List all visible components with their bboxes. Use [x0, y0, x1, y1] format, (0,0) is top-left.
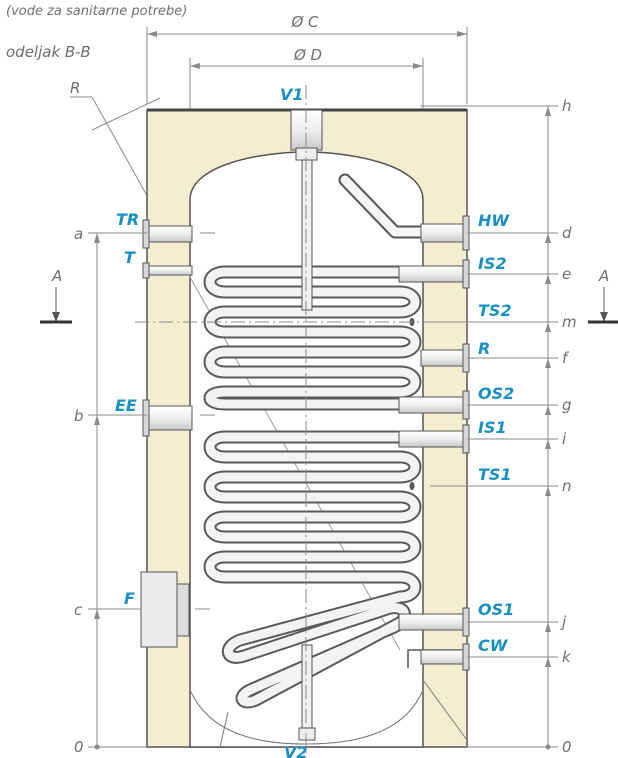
level-i: i — [562, 430, 567, 448]
flange-f — [140, 571, 190, 648]
label-os2: OS2 — [478, 384, 514, 403]
label-r: R — [478, 339, 490, 358]
label-is1: IS1 — [478, 418, 507, 437]
lower-coil — [203, 430, 422, 709]
label-tr: TR — [116, 210, 139, 229]
level-e: e — [562, 265, 571, 283]
nozzle-ee — [142, 399, 193, 437]
level-b: b — [74, 407, 84, 425]
hot-water-internal-pipe — [338, 173, 432, 239]
nozzle-os2 — [398, 390, 470, 420]
label-f: F — [124, 589, 135, 608]
label-t: T — [124, 248, 136, 267]
nozzle-tr — [142, 219, 193, 249]
section-mark-right-label: A — [598, 267, 609, 285]
upper-coil — [203, 265, 422, 411]
level-c: c — [74, 601, 83, 619]
section-mark-left-label: A — [51, 267, 62, 285]
label-v1: V1 — [280, 85, 304, 104]
anode-rod-top — [290, 109, 323, 311]
dimension-outer-diameter: Ø C — [146, 13, 468, 104]
anode-rod-bottom — [298, 644, 316, 741]
radius-label: R — [70, 79, 80, 97]
section-marker-left: A — [40, 267, 72, 324]
nozzle-r — [420, 343, 470, 373]
inner-diameter-label: Ø D — [293, 46, 322, 64]
level-j: j — [560, 613, 567, 631]
radius-leader: R — [70, 79, 161, 211]
right-dimension-line — [420, 105, 558, 750]
sensor-ts1 — [409, 482, 415, 490]
section-title: odeljak B-B — [6, 43, 91, 61]
level-m: m — [562, 313, 577, 331]
label-ee: EE — [115, 396, 137, 415]
header-note: (vode za sanitarne potrebe) — [6, 4, 187, 19]
level-0-right: 0 — [562, 738, 572, 756]
label-hw: HW — [478, 211, 510, 230]
level-f: f — [562, 349, 570, 367]
left-dimension-line — [88, 232, 215, 750]
outer-diameter-label: Ø C — [290, 13, 319, 31]
level-n: n — [562, 477, 572, 495]
level-k: k — [562, 648, 572, 666]
level-h: h — [562, 97, 572, 115]
label-os1: OS1 — [478, 600, 514, 619]
label-ts2: TS2 — [478, 301, 512, 320]
label-is2: IS2 — [478, 254, 507, 273]
section-marker-right: A — [588, 267, 618, 324]
level-g: g — [562, 396, 572, 414]
nozzle-is1 — [398, 424, 470, 454]
label-cw: CW — [478, 636, 509, 655]
label-ts1: TS1 — [478, 465, 512, 484]
nozzle-is2 — [398, 259, 470, 289]
level-d: d — [562, 224, 572, 242]
nozzle-os1 — [398, 607, 470, 637]
label-v2: V2 — [284, 743, 308, 758]
nozzle-hw — [420, 215, 470, 251]
nozzle-t — [142, 262, 193, 279]
level-0-left: 0 — [74, 738, 84, 756]
nozzle-cw — [407, 643, 470, 671]
level-a: a — [74, 225, 83, 243]
